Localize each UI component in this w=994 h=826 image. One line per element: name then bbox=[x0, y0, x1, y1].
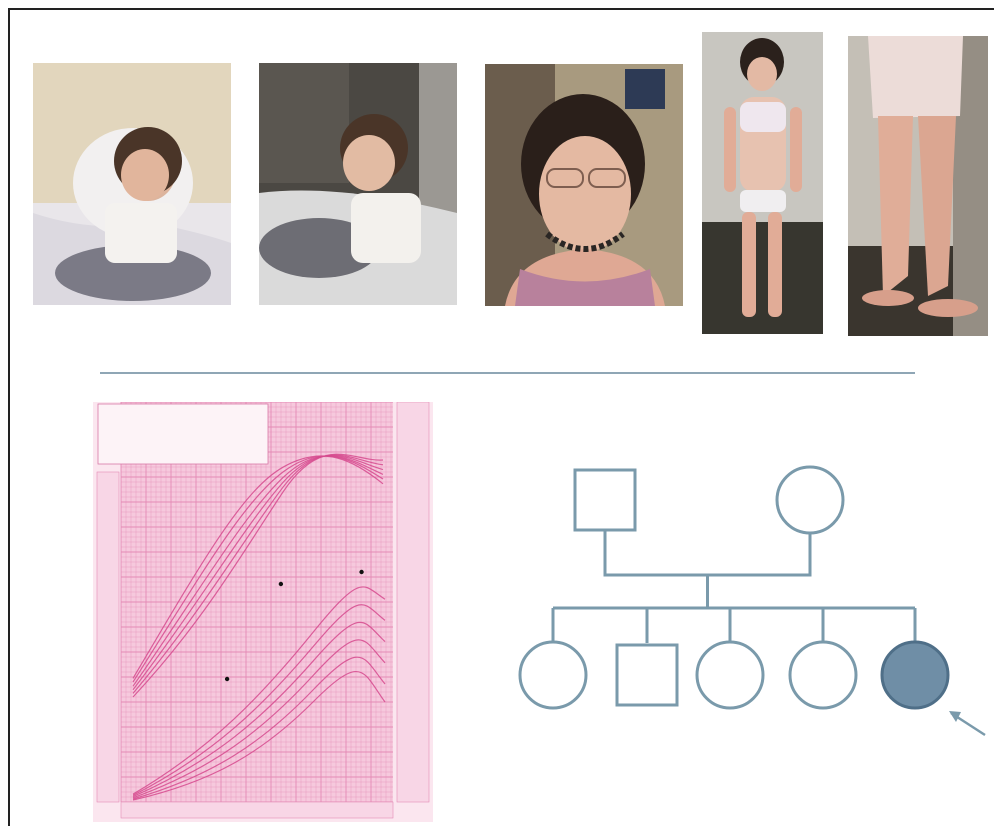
left-scale-column bbox=[96, 471, 120, 803]
growth-chart bbox=[93, 402, 433, 822]
weight-percentile-curve bbox=[132, 604, 386, 796]
height-percentile-curve bbox=[132, 455, 384, 691]
height-percentile-curve bbox=[132, 454, 384, 694]
height-percentile-curve bbox=[132, 453, 384, 698]
height-percentile-curve bbox=[132, 455, 384, 687]
child-portrait-glasses bbox=[485, 64, 683, 306]
female-circle bbox=[518, 640, 588, 710]
legs-close-up bbox=[848, 36, 988, 336]
right-scale-column bbox=[396, 402, 430, 803]
growth-chart-header-box bbox=[97, 403, 269, 465]
child-full-body-standing bbox=[702, 32, 823, 334]
toddler-photo-front bbox=[33, 63, 231, 305]
male-square bbox=[615, 643, 679, 707]
weight-percentile-curve bbox=[132, 639, 386, 799]
weight-percentile-curve bbox=[132, 671, 386, 801]
affected-female-circle bbox=[880, 640, 950, 710]
height-percentile-curve bbox=[132, 455, 384, 683]
female-circle bbox=[695, 640, 765, 710]
patient-measurement-point bbox=[224, 676, 230, 682]
female-circle bbox=[788, 640, 858, 710]
patient-measurement-point bbox=[359, 569, 364, 575]
pedigree-symbols bbox=[518, 465, 986, 737]
proband-arrow-head bbox=[949, 711, 961, 722]
section-divider bbox=[100, 372, 915, 374]
growth-chart-percentile-curves bbox=[132, 453, 386, 801]
pedigree-chart bbox=[518, 465, 986, 737]
female-circle bbox=[775, 465, 845, 535]
weight-percentile-curve bbox=[132, 586, 386, 795]
patient-measurement-point bbox=[278, 581, 284, 587]
weight-percentile-curve bbox=[132, 621, 386, 798]
growth-chart-grid bbox=[96, 402, 430, 819]
marriage-line bbox=[603, 530, 812, 577]
toddler-photo-side bbox=[259, 63, 457, 305]
bottom-scale-row bbox=[120, 801, 394, 819]
growth-chart-patient-points bbox=[224, 569, 364, 682]
male-square bbox=[573, 468, 637, 532]
weight-percentile-curve bbox=[132, 656, 386, 800]
pedigree-lines bbox=[551, 530, 917, 643]
height-percentile-curve bbox=[132, 455, 384, 679]
